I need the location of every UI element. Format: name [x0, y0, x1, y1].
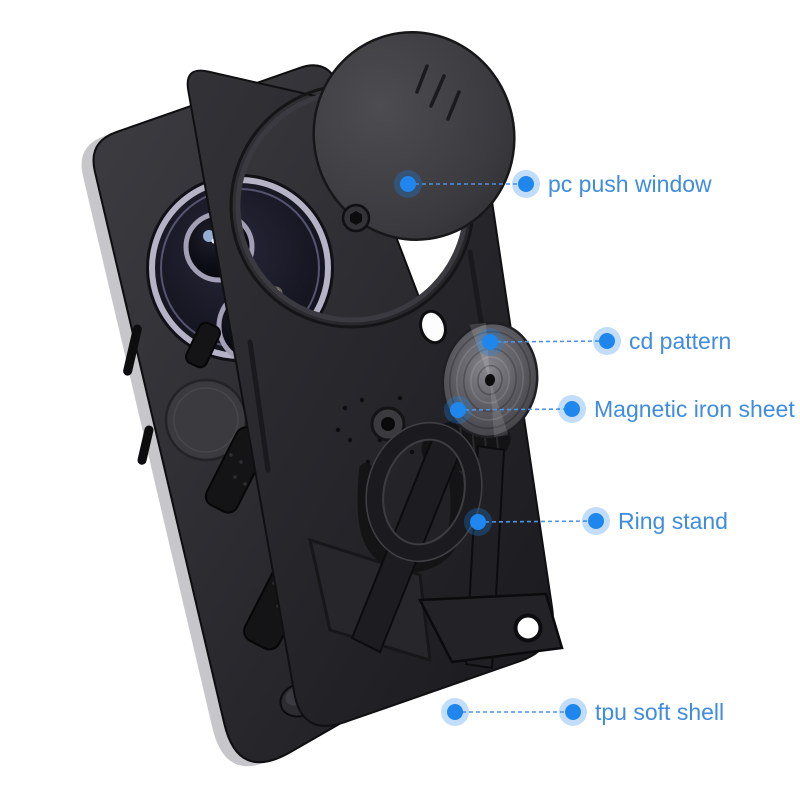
- slide-cover: [312, 31, 516, 241]
- leader-line: [477, 520, 597, 523]
- label-dot-icon: [588, 513, 604, 529]
- cd-pattern-disc: [441, 321, 539, 439]
- label-dot-icon: [518, 176, 534, 192]
- label-dot-icon: [565, 704, 581, 720]
- callout-ring-stand: Ring stand: [464, 507, 728, 536]
- kickstand-assembly: [350, 321, 564, 670]
- slide-grip-marks: [415, 64, 461, 121]
- callout-label: cd pattern: [629, 328, 731, 354]
- callout-label: tpu soft shell: [595, 699, 724, 725]
- ring-stand: [365, 421, 483, 563]
- callouts: pc push window cd pattern Magnetic iron …: [394, 170, 795, 726]
- volume-button: [123, 324, 142, 376]
- anchor-dot-icon: [400, 176, 416, 192]
- leader-line: [489, 340, 608, 343]
- label-dot-icon: [564, 401, 580, 417]
- callout-label: pc push window: [548, 171, 712, 197]
- leader-line: [457, 408, 573, 411]
- anchor-dot-icon: [450, 402, 466, 418]
- callout-cd-pattern: cd pattern: [476, 327, 731, 356]
- callout-label: Ring stand: [618, 508, 728, 534]
- callout-tpu-soft-shell: tpu soft shell: [441, 698, 724, 726]
- lanyard-hole: [419, 309, 447, 345]
- kickstand-hole: [513, 613, 543, 643]
- kickstand-bracket: [417, 592, 564, 664]
- push-window-disc: [312, 31, 516, 241]
- anchor-dot-icon: [447, 704, 463, 720]
- callout-magnetic-iron-sheet: Magnetic iron sheet: [444, 395, 795, 424]
- vent-dots: [335, 395, 415, 465]
- anchor-dot-icon: [482, 334, 498, 350]
- callout-label: Magnetic iron sheet: [594, 396, 795, 422]
- power-button: [137, 425, 154, 465]
- anchor-dot-icon: [470, 514, 486, 530]
- callout-pc-push-window: pc push window: [394, 170, 712, 198]
- label-dot-icon: [599, 333, 615, 349]
